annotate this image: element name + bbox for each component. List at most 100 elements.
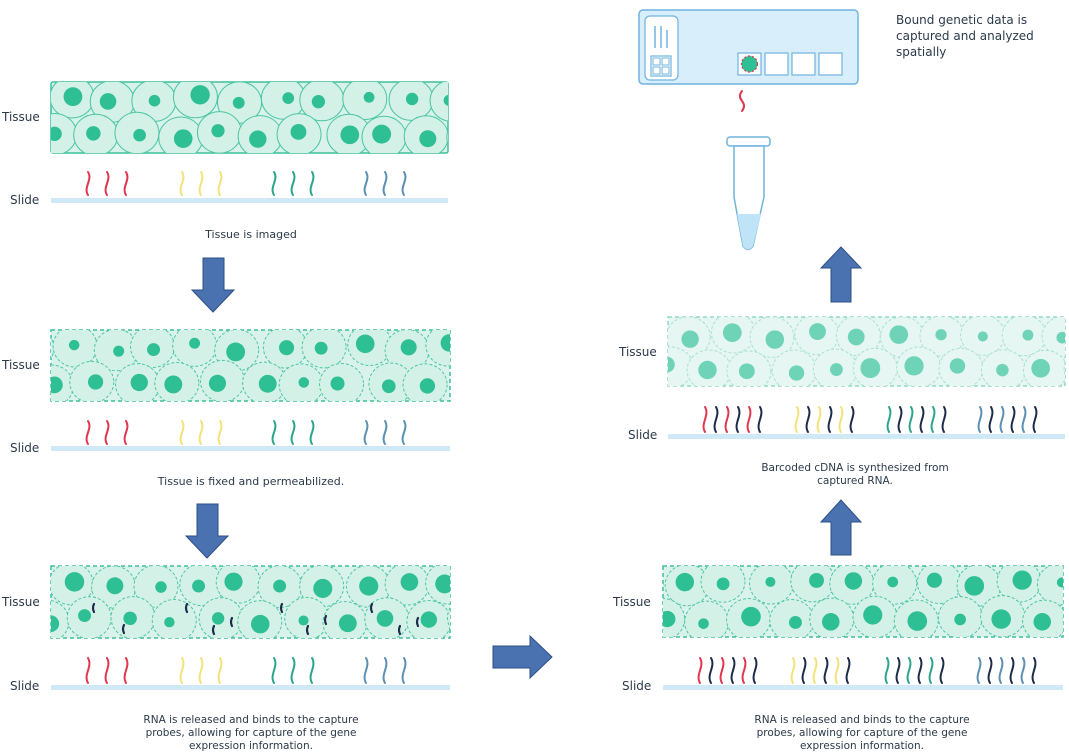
barcoded-probe: [702, 406, 708, 433]
rna-fragment: [229, 616, 234, 628]
cell-outline: [429, 82, 448, 122]
barcoded-probe: [928, 657, 934, 684]
cell-nucleus: [189, 337, 201, 349]
cell-nucleus: [155, 581, 167, 593]
step-5-caption-line-2: captured RNA.: [817, 475, 893, 487]
cell-nucleus: [641, 327, 661, 347]
cell-nucleus: [675, 572, 695, 592]
probe-set: [85, 171, 407, 196]
cell-nucleus: [123, 611, 137, 626]
step-2-caption: Tissue is fixed and permeabilized.: [157, 475, 344, 488]
cell-nucleus: [190, 85, 210, 105]
barcoded-probe: [895, 657, 901, 684]
step-1-panel: Tissue Slide Tissue is imaged: [1, 76, 511, 241]
cell-nucleus: [405, 92, 419, 106]
barcoded-probe: [746, 406, 752, 433]
cell-nucleus: [130, 373, 148, 392]
cell-nucleus: [481, 577, 492, 588]
cell-nucleus: [224, 572, 243, 591]
cell-nucleus: [860, 358, 881, 378]
cell-outline: [467, 76, 511, 118]
capture-probe: [401, 171, 407, 196]
cell-nucleus: [830, 363, 843, 376]
cell-nucleus: [192, 579, 206, 593]
cell-nucleus: [663, 610, 676, 628]
capture-probe: [179, 171, 185, 196]
step-4-caption-line-1: RNA is released and binds to the capture: [754, 714, 969, 726]
capture-probe: [217, 171, 223, 196]
cell-nucleus: [18, 577, 31, 590]
capture-probe: [309, 420, 315, 445]
capture-probe: [104, 420, 110, 445]
barcoded-probe: [919, 406, 925, 433]
barcoded-probe: [1020, 657, 1026, 684]
tissue-label: Tissue: [612, 595, 651, 609]
cell-nucleus: [638, 577, 654, 593]
cell-nucleus: [887, 576, 899, 588]
cell-nucleus: [340, 125, 360, 145]
cell-nucleus: [1056, 331, 1065, 344]
barcoded-probe: [823, 657, 829, 684]
capture-probe: [363, 420, 369, 445]
capture-probe: [271, 420, 277, 445]
cell-nucleus: [904, 356, 924, 376]
capture-probe: [85, 171, 91, 196]
cell-nucleus: [249, 130, 267, 148]
cell-nucleus: [698, 618, 709, 629]
capture-probe: [179, 657, 185, 684]
cell-nucleus: [282, 92, 295, 104]
capture-probe: [290, 657, 296, 684]
cell-nucleus: [1022, 329, 1034, 341]
cell-nucleus: [996, 363, 1009, 377]
capture-probe: [217, 657, 223, 684]
faded-cell-layer: [641, 317, 1065, 386]
step-5-panel: Tissue Slide Barcoded cDNA is synthesize…: [618, 316, 1066, 487]
barcoded-probe: [697, 657, 703, 684]
cell-nucleus: [847, 328, 865, 346]
barcoded-probe: [713, 406, 719, 433]
barcoded-probe: [906, 657, 912, 684]
cell-nucleus: [63, 87, 83, 107]
barcoded-probe: [757, 406, 763, 433]
cell-nucleus: [419, 130, 437, 148]
barcoded-probe: [801, 657, 807, 684]
capture-probe: [271, 657, 277, 684]
cell-nucleus: [338, 614, 357, 633]
barcoded-probe: [930, 406, 936, 433]
capture-probe: [179, 420, 185, 445]
cell-nucleus: [738, 363, 755, 380]
cell-nucleus: [789, 616, 802, 629]
cell-nucleus: [298, 615, 309, 626]
step-4-caption-line-3: expression information.: [800, 740, 924, 752]
cell-nucleus: [78, 609, 92, 623]
tissue-label: Tissue: [1, 358, 40, 372]
cell-nucleus: [68, 339, 80, 351]
cell-outline: [446, 129, 448, 146]
cell-nucleus: [698, 360, 717, 380]
cell-nucleus: [314, 341, 328, 355]
tissue-label: Tissue: [1, 110, 40, 124]
cell-nucleus: [211, 612, 225, 625]
cell-nucleus: [279, 340, 295, 356]
cell-nucleus: [64, 572, 85, 592]
cell-nucleus: [926, 572, 942, 588]
cell-nucleus: [765, 330, 785, 349]
barcoded-cdna-set: [702, 406, 1038, 433]
step-3-caption-line-1: RNA is released and binds to the capture: [143, 714, 358, 726]
cell-nucleus: [363, 91, 375, 103]
capture-probe: [198, 420, 204, 445]
barcoded-probe: [719, 657, 725, 684]
barcoded-probe: [816, 406, 822, 433]
cell-nucleus: [22, 94, 33, 105]
cell-nucleus: [1056, 577, 1063, 588]
cell-nucleus: [468, 614, 478, 624]
barcoded-probe: [908, 406, 914, 433]
cell-nucleus: [809, 572, 824, 588]
step-6-caption-line-2: captured and analyzed: [896, 29, 1034, 43]
cell-nucleus: [991, 609, 1011, 629]
cell-outline: [447, 606, 450, 629]
cell-nucleus: [420, 611, 438, 628]
cell-nucleus: [87, 374, 104, 390]
barcoded-probe: [1009, 657, 1015, 684]
